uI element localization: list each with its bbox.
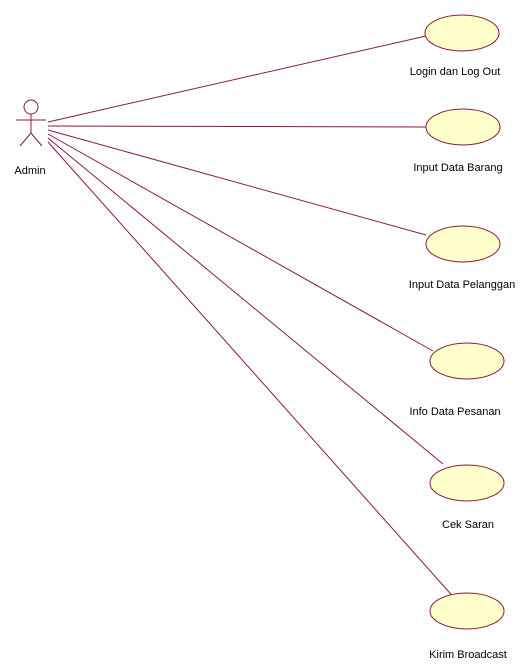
use-case-cek-saran[interactable]: Cek Saran — [429, 464, 505, 531]
actor-admin[interactable]: Admin — [14, 99, 46, 177]
use-case-ellipse — [429, 464, 505, 502]
association-login — [47, 35, 427, 123]
associations — [47, 35, 458, 602]
use-case-input-data-pelanggan[interactable]: Input Data Pelanggan — [409, 225, 515, 291]
use-case-label: Info Data Pesanan — [409, 406, 500, 418]
use-case-ellipse — [425, 108, 501, 146]
use-case-label: Cek Saran — [442, 519, 494, 531]
association-input-pelanggan — [47, 129, 427, 236]
actor-label: Admin — [14, 165, 45, 177]
use-case-label: Login dan Log Out — [410, 66, 501, 78]
use-case-label: Input Data Pelanggan — [409, 279, 515, 291]
stick-figure-actor-icon — [16, 99, 46, 147]
use-case-ellipse — [425, 225, 501, 263]
use-case-ellipse — [424, 14, 500, 52]
use-case-ellipse — [429, 592, 505, 630]
association-input-barang — [47, 125, 427, 128]
use-case-label: Kirim Broadcast — [429, 649, 507, 661]
association-kirim-broadcast — [47, 141, 458, 602]
association-cek-saran — [47, 137, 444, 465]
use-case-login[interactable]: Login dan Log Out — [410, 14, 501, 78]
use-case-ellipse — [429, 342, 505, 380]
association-info-pesanan — [47, 133, 434, 352]
use-case-info-data-pesanan[interactable]: Info Data Pesanan — [409, 342, 505, 418]
use-case-input-data-barang[interactable]: Input Data Barang — [413, 108, 503, 174]
use-case-kirim-broadcast[interactable]: Kirim Broadcast — [429, 592, 507, 661]
use-case-label: Input Data Barang — [413, 162, 502, 174]
